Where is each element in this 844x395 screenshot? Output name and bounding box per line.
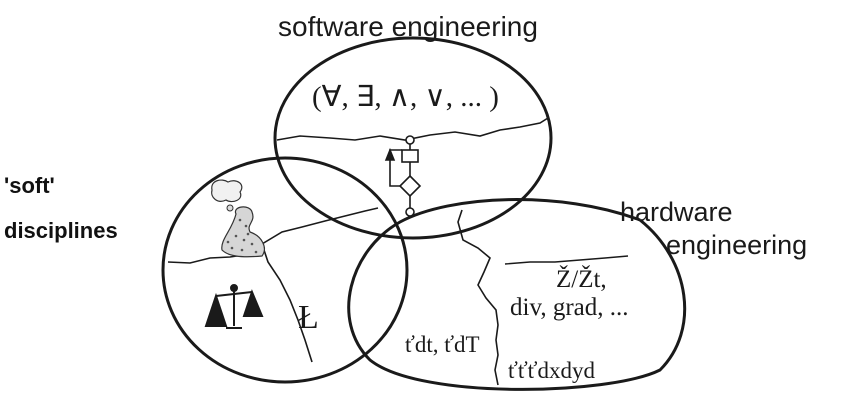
- flowchart-icon: [384, 135, 422, 217]
- soft-inner-divider: [261, 243, 313, 363]
- soft-disciplines-circle: [161, 156, 409, 384]
- triple-integral-formula: ťťťdxdyd: [508, 358, 595, 383]
- soft-boundary-line: [167, 207, 379, 264]
- hardware-arrow-line: [504, 255, 629, 265]
- person-thought-bubble-icon: [211, 179, 265, 258]
- integral-formula: ťdt, ťdT: [405, 332, 480, 357]
- soft-label: 'soft': [4, 173, 55, 198]
- software-engineering-label: software engineering: [278, 11, 538, 42]
- partial-derivative-formula: Ž/Žt,: [556, 265, 607, 293]
- software-boundary-line: [276, 117, 549, 141]
- logic-formula: (∀, ∃, ∧, ∨, ... ): [312, 81, 499, 113]
- soft-symbol: Ł: [298, 299, 319, 336]
- hardware-boundary-line: [457, 209, 499, 386]
- engineering-label: engineering: [666, 230, 807, 260]
- div-grad-formula: div, grad, ...: [510, 294, 629, 321]
- software-engineering-circle: [273, 36, 553, 240]
- disciplines-label: disciplines: [4, 218, 118, 243]
- balance-scales-icon: [204, 284, 264, 329]
- hardware-label: hardware: [620, 197, 733, 227]
- hardware-engineering-circle: [347, 198, 687, 391]
